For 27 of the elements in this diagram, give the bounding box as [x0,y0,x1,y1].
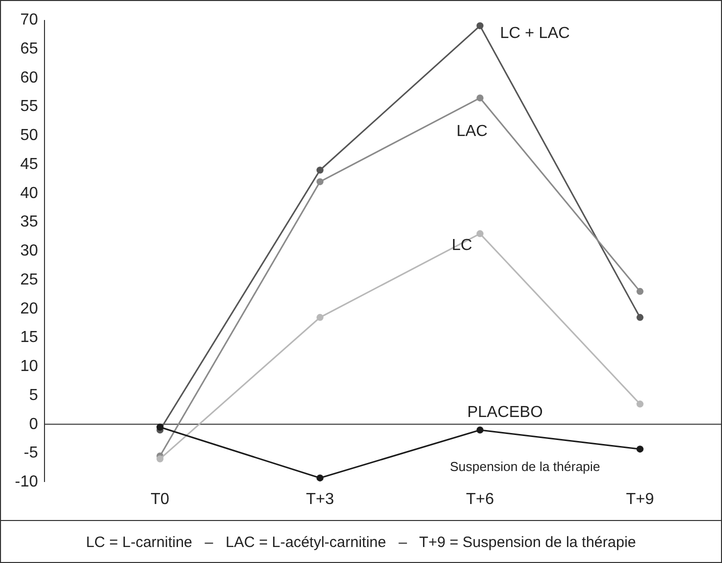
y-tick-label: 30 [20,242,38,260]
y-tick-label: 15 [20,329,38,346]
y-tick-label: -5 [24,444,38,462]
y-tick-label: 55 [20,98,38,116]
y-tick-label: 5 [29,386,38,404]
y-tick-label: 25 [20,271,38,288]
x-tick-label: T+6 [466,491,494,508]
y-tick-label: 45 [20,156,38,173]
series-label: LC [452,237,472,254]
y-tick-label: 70 [20,12,38,28]
y-tick-label: 35 [20,214,38,231]
series-label: PLACEBO [467,404,543,421]
y-tick-label: 0 [29,416,38,433]
annotation: Suspension de la thérapie [450,459,600,474]
y-tick-label: 65 [20,40,38,58]
x-tick-label: T0 [150,491,170,508]
caption: LC = L-carnitine – LAC = L-acétyl-carnitine – T+9 = Suspension de la thérapie [86,534,636,550]
y-tick-label: 20 [20,300,38,318]
series-label: LC + LAC [500,25,570,42]
y-tick-label: 40 [20,184,38,202]
y-tick-label: 50 [20,127,38,144]
y-tick-label: 10 [20,358,38,375]
x-tick-label: T+9 [626,491,654,508]
y-tick-label: -10 [14,474,38,490]
x-tick-label: T+3 [306,491,334,508]
y-tick-label: 60 [20,69,38,86]
series-label: LAC [456,123,488,140]
